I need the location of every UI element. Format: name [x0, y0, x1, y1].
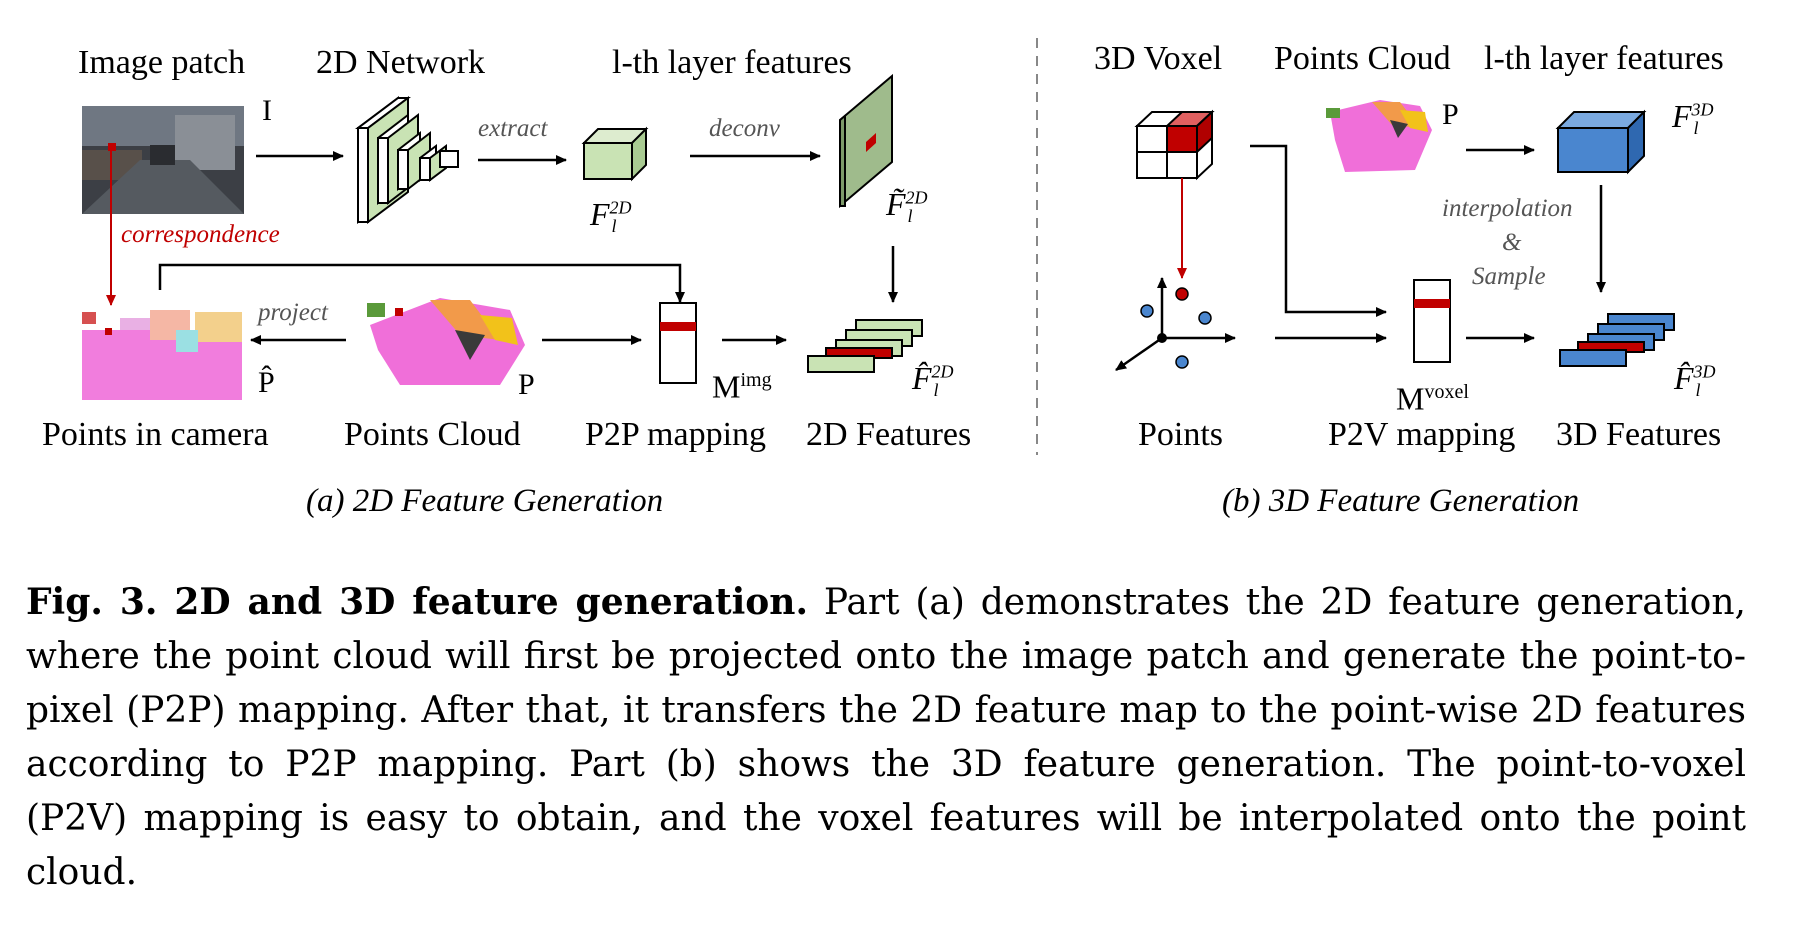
- deconv-feature-map: [839, 73, 893, 209]
- points-in-camera-image: [82, 310, 242, 400]
- label-correspondence: correspondence: [121, 221, 280, 248]
- label-points-in-camera: Points in camera: [42, 416, 269, 453]
- 2d-features-stack: [807, 319, 923, 373]
- label-P-hat: P̂: [258, 366, 275, 399]
- label-P-b: P: [1442, 98, 1459, 131]
- p2p-mapping-icon: [659, 302, 697, 384]
- 3d-features-stack: [1559, 313, 1675, 367]
- label-extract: extract: [478, 115, 548, 142]
- label-image-patch: Image patch: [78, 44, 246, 81]
- figure: Image patch 2D Network l-th layer featur…: [42, 38, 1724, 519]
- label-project: project: [258, 299, 328, 326]
- label-F-3d: F3Dl: [1672, 98, 1714, 139]
- label-F-hat-2d: F̂2Dl: [912, 360, 954, 401]
- label-3d-features: 3D Features: [1556, 416, 1722, 453]
- feature-cube-2d: [581, 126, 649, 182]
- figure-caption: Fig. 3. 2D and 3D feature generation. Pa…: [26, 575, 1746, 900]
- label-3d-voxel: 3D Voxel: [1094, 40, 1223, 77]
- 2d-network-icon: [355, 96, 459, 224]
- subcaption-a: (a) 2D Feature Generation: [306, 483, 664, 519]
- label-points: Points: [1138, 416, 1224, 453]
- 3d-voxel-icon: [1134, 109, 1215, 181]
- p2v-mapping-icon: [1413, 279, 1451, 363]
- label-F-tilde: F̃2Dl: [886, 186, 928, 227]
- label-points-cloud-b-title: Points Cloud: [1274, 40, 1451, 77]
- image-patch: [82, 106, 244, 214]
- label-interpolation: interpolation: [1442, 195, 1573, 222]
- subcaption-b: (b) 3D Feature Generation: [1222, 483, 1580, 519]
- caption-lead: Fig. 3. 2D and 3D feature generation.: [26, 581, 809, 623]
- label-points-cloud-a: Points Cloud: [344, 416, 521, 453]
- label-M-img: Mimg: [712, 368, 772, 405]
- label-p2v-mapping: P2V mapping: [1328, 416, 1516, 453]
- label-F-2d: F2Dl: [590, 196, 632, 237]
- label-lth-layer-features-a: l-th layer features: [612, 44, 852, 81]
- label-M-voxel: Mvoxel: [1396, 380, 1469, 417]
- points-axes-icon: [1115, 277, 1236, 372]
- arrow-voxel-to-mapping: [1250, 144, 1387, 317]
- caption-body: Part (a) demonstrates the 2D feature gen…: [26, 582, 1746, 893]
- point-cloud-b: [1326, 100, 1432, 172]
- label-lth-layer-features-b: l-th layer features: [1484, 40, 1724, 77]
- label-p2p-mapping: P2P mapping: [585, 416, 767, 453]
- feature-cube-3d: [1555, 109, 1647, 175]
- label-P-a: P: [518, 368, 535, 401]
- point-cloud-a: [367, 298, 525, 385]
- label-2d-network: 2D Network: [316, 44, 486, 81]
- label-I: I: [262, 94, 272, 127]
- figure-drawing: [82, 38, 1675, 455]
- arrow-camera-to-mapping: [158, 263, 685, 303]
- label-deconv: deconv: [709, 115, 780, 142]
- label-F-hat-3d: F̂3Dl: [1674, 360, 1716, 401]
- label-2d-features: 2D Features: [806, 416, 972, 453]
- label-sample: Sample: [1472, 263, 1546, 290]
- label-and: &: [1502, 229, 1522, 256]
